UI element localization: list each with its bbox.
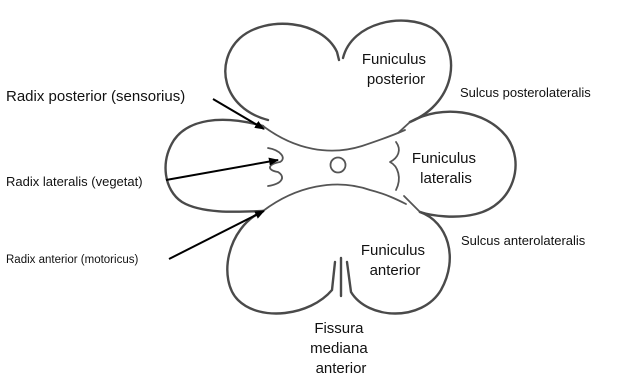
funiculus-posterior-label-line-2: posterior — [367, 71, 425, 88]
grey-matter-posterior-edge — [263, 126, 405, 151]
funiculus-anterior-left-lobe-outline — [227, 211, 335, 313]
funiculus-lateralis-label: Funiculus lateralis — [412, 150, 480, 187]
left-lateral-horn — [268, 148, 283, 186]
funiculus-posterior-label-line-1: Funiculus — [362, 51, 426, 68]
right-lateral-horn — [390, 142, 399, 190]
sulcus-posterolateralis-label: Sulcus posterolateralis — [460, 85, 591, 100]
radix-anterior-label: Radix anterior (motoricus) — [6, 254, 138, 266]
funiculus-lateralis-label-line-1: Funiculus — [412, 150, 476, 167]
funiculus-posterior-left-lobe-outline — [225, 24, 339, 120]
sulcus-anterolateralis-label: Sulcus anterolateralis — [461, 233, 586, 248]
radix-anterior-pointer-arrow — [169, 211, 264, 259]
funiculus-anterior-label-line-1: Funiculus — [361, 242, 425, 259]
fissura-mediana-anterior-label-line-1: Fissura — [314, 320, 364, 337]
fissura-mediana-anterior-label-line-2: mediana — [310, 340, 368, 357]
fissura-mediana-anterior-label-line-3: anterior — [316, 360, 367, 377]
funiculus-lateralis-label-line-2: lateralis — [420, 170, 472, 187]
radix-lateralis-label: Radix lateralis (vegetat) — [6, 174, 143, 189]
radix-posterior-label: Radix posterior (sensorius) — [6, 88, 185, 105]
grey-matter-anterior-edge — [263, 185, 406, 211]
funiculus-anterior-label: Funiculus anterior — [361, 242, 429, 279]
funiculus-posterior-label: Funiculus posterior — [362, 51, 430, 88]
fissura-mediana-anterior-label: Fissura mediana anterior — [310, 320, 372, 377]
funiculus-anterior-label-line-2: anterior — [370, 262, 421, 279]
canalis-centralis — [331, 158, 346, 173]
radix-lateralis-pointer-arrow — [166, 160, 278, 180]
